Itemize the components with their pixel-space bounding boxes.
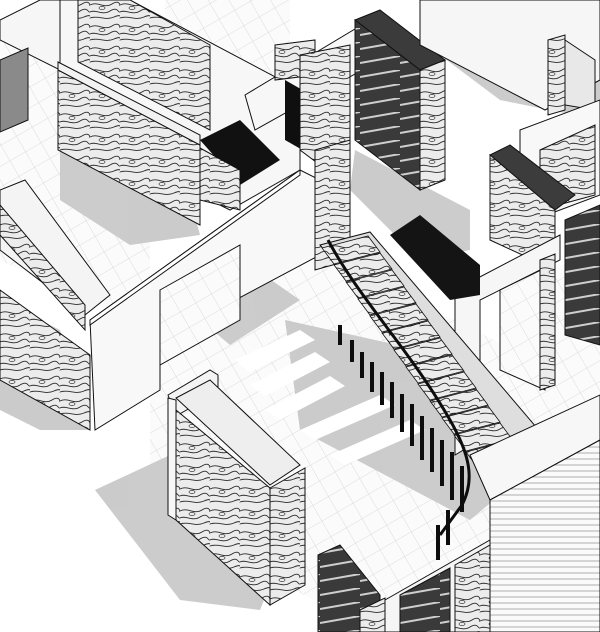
stair-railing [326, 239, 471, 560]
wardrobe-side [269, 467, 306, 606]
upper-cabinets [77, 0, 211, 131]
right-doorway [499, 267, 546, 391]
right-rooms [390, 0, 600, 456]
central-doorway [159, 244, 241, 366]
kitchen-island [0, 204, 86, 332]
bottom-shelf [399, 567, 451, 632]
sink-block [200, 120, 280, 185]
left-window [0, 47, 29, 133]
left-room [0, 0, 301, 431]
bottom-right-block [317, 394, 600, 632]
stairwell-void [390, 215, 480, 300]
foreground-wardrobe [167, 369, 306, 607]
lower-island-cabinet [0, 289, 91, 431]
central-wall [89, 169, 321, 431]
